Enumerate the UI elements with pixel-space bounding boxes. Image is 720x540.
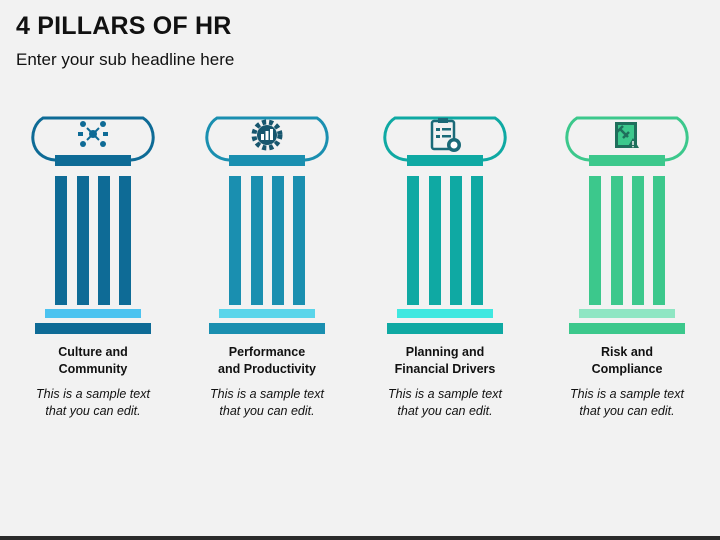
people-network-icon xyxy=(78,121,108,147)
pillar-abacus xyxy=(229,155,305,166)
footer-bar xyxy=(0,536,720,540)
pillar-shaft xyxy=(229,176,305,305)
slide-title: 4 PILLARS OF HR xyxy=(16,12,232,40)
pillar-base-bottom xyxy=(569,323,685,334)
pillar-culture-community: Culture and Community This is a sample t… xyxy=(23,108,163,428)
pillar-base-top xyxy=(579,309,675,318)
gear-chart-icon xyxy=(251,119,283,151)
pillar-capital xyxy=(565,116,689,162)
pillar-description: This is a sample text that you can edit. xyxy=(570,387,684,418)
pillar-base-bottom xyxy=(209,323,325,334)
clipboard-coin-icon xyxy=(430,118,461,152)
pillar-column-graphic xyxy=(383,116,507,334)
pillar-base-bottom xyxy=(387,323,503,334)
pillar-description: This is a sample text that you can edit. xyxy=(210,387,324,418)
pillar-base-bottom xyxy=(35,323,151,334)
pillar-shaft xyxy=(55,176,131,305)
pillar-abacus xyxy=(407,155,483,166)
pillar-base-top xyxy=(219,309,315,318)
pillar-capital xyxy=(205,116,329,162)
pillar-risk-compliance: Risk and Compliance This is a sample tex… xyxy=(557,108,697,428)
pillar-abacus xyxy=(589,155,665,166)
pillar-shaft xyxy=(407,176,483,305)
pillar-planning-financial: Planning and Financial Drivers This is a… xyxy=(375,108,515,428)
pillar-base-top xyxy=(45,309,141,318)
pillar-capital xyxy=(31,116,155,162)
pillar-heading: Culture and Community xyxy=(58,345,128,376)
pillar-base-top xyxy=(397,309,493,318)
slide-subtitle: Enter your sub headline here xyxy=(16,50,235,69)
pillar-heading: Planning and Financial Drivers xyxy=(394,345,496,376)
pillar-column-graphic xyxy=(565,116,689,334)
pillar-description: This is a sample text that you can edit. xyxy=(388,387,502,418)
pillar-shaft xyxy=(589,176,665,305)
pillar-column-graphic xyxy=(205,116,329,334)
pillar-heading: Performance and Productivity xyxy=(218,345,316,376)
pillar-abacus xyxy=(55,155,131,166)
pillar-capital xyxy=(383,116,507,162)
pillar-column-graphic xyxy=(31,116,155,334)
pillar-performance-productivity: Performance and Productivity This is a s… xyxy=(197,108,337,428)
legal-warning-icon xyxy=(615,122,639,148)
pillar-heading: Risk and Compliance xyxy=(591,345,663,376)
pillar-description: This is a sample text that you can edit. xyxy=(36,387,150,418)
